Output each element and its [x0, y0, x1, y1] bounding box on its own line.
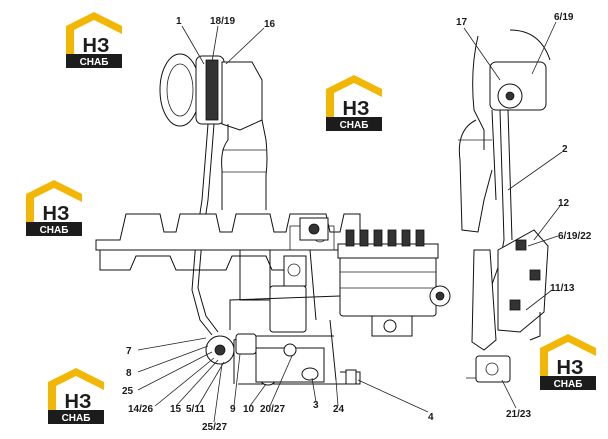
logo-word: СНАБ: [80, 57, 109, 68]
callout-16: 16: [264, 19, 276, 30]
logo-watermark: НЗ СНАБ: [66, 12, 122, 68]
logo-mark: НЗ: [65, 391, 92, 413]
callouts: 1 18/19 16 17 6/19 2 12 6/19/22 11/13 7 …: [122, 12, 592, 433]
injector-outlets: [345, 229, 425, 247]
callout-7: 7: [126, 346, 132, 357]
callout-9: 9: [230, 404, 236, 415]
callout-14-26: 14/26: [128, 404, 153, 415]
turbocharger: [159, 53, 263, 131]
callout-17: 17: [456, 17, 468, 28]
logo-watermark: НЗ СНАБ: [326, 75, 382, 131]
logo-watermark: НЗ СНАБ: [48, 368, 104, 424]
callout-5-11: 5/11: [186, 404, 205, 415]
callout-3: 3: [313, 400, 319, 411]
callout-1: 1: [176, 16, 182, 27]
callout-24: 24: [333, 404, 345, 415]
logo-word: СНАБ: [340, 120, 369, 131]
callout-25-27: 25/27: [202, 422, 227, 433]
callout-4: 4: [428, 412, 434, 423]
logo-watermark: НЗ СНАБ: [26, 180, 82, 236]
exhaust-pipe: [221, 119, 268, 210]
callout-2: 2: [562, 144, 568, 155]
oil-return-assembly: [205, 333, 357, 386]
callout-6-19-22: 6/19/22: [558, 231, 592, 242]
side-view-turbo: [472, 29, 551, 150]
callout-10: 10: [243, 404, 255, 415]
logo-word: СНАБ: [62, 413, 91, 424]
logo-mark: НЗ: [343, 98, 370, 120]
callout-8: 8: [126, 368, 132, 379]
callout-6-19: 6/19: [554, 12, 574, 23]
callout-18-19: 18/19: [210, 16, 235, 27]
logo-word: СНАБ: [40, 225, 69, 236]
logo-mark: НЗ: [557, 357, 584, 379]
callout-15: 15: [170, 404, 182, 415]
callout-20-27: 20/27: [260, 404, 285, 415]
callout-11-13: 11/13: [550, 283, 575, 294]
logo-word: СНАБ: [554, 379, 583, 390]
injection-pump: [337, 229, 451, 337]
leader-lines: [137, 21, 563, 423]
logo-mark: НЗ: [83, 35, 110, 57]
callout-25: 25: [122, 386, 134, 397]
callout-21-23: 21/23: [506, 409, 531, 420]
callout-12: 12: [558, 198, 570, 209]
exhaust-manifold: [95, 213, 361, 271]
logo-mark: НЗ: [43, 203, 70, 225]
side-view-pump: [466, 229, 549, 383]
side-view-exhaust: [458, 109, 497, 233]
logo-watermark: НЗ СНАБ: [540, 334, 596, 390]
